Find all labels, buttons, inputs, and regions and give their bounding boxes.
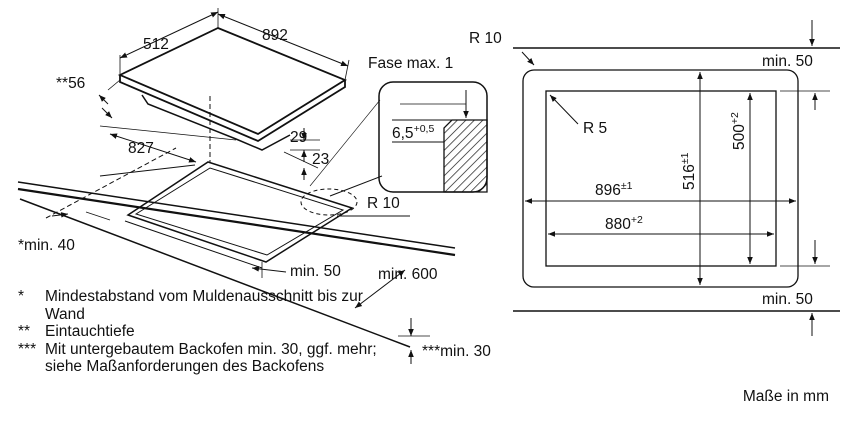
dim-29-label: 29	[290, 129, 307, 146]
height-inner-label: 500+2	[729, 112, 748, 150]
radius-label: R 10	[367, 195, 400, 212]
min-top-label: min. 50	[762, 53, 813, 70]
width-outer-label: 896±1	[595, 180, 633, 199]
footnote-text: Eintauchtiefe	[45, 323, 135, 341]
dim-827-label: 827	[128, 140, 154, 157]
dim-23-label: 23	[312, 151, 329, 168]
perspective-view	[17, 8, 488, 364]
footnote: ** Eintauchtiefe	[18, 323, 398, 341]
footnote-mark: ***	[18, 340, 37, 358]
left-labels: 512 892 **56 827 29 23 Fase max. 1 6,5+0…	[18, 27, 491, 360]
footnote-text: Mit untergebautem Backofen min. 30, ggf.…	[45, 340, 377, 376]
right-labels: R 10 min. 50 R 5 896±1 880+2 516±1 500+2…	[469, 30, 813, 308]
footnote: * Mindestabstand vom Muldenausschnitt bi…	[18, 288, 398, 323]
footnote-text: Mindestabstand vom Muldenausschnitt bis …	[45, 288, 363, 323]
units-note: Maße in mm	[742, 388, 829, 405]
radius-inner-label: R 5	[583, 120, 607, 137]
height-outer-label: 516±1	[679, 152, 698, 190]
footnote: *** Mit untergebautem Backofen min. 30, …	[18, 341, 398, 376]
chamfer-label: Fase max. 1	[368, 55, 453, 72]
inner-cutout	[545, 90, 777, 267]
worktop-front-bottom	[19, 198, 411, 348]
worktop-back-edge	[17, 181, 456, 249]
min-bottom-label: ***min. 30	[422, 343, 491, 360]
min-front-label: min. 50	[290, 263, 341, 280]
min-wall-label: *min. 40	[18, 237, 75, 254]
radius-outer-label: R 10	[469, 30, 502, 47]
dim-immersion-label: **56	[56, 75, 85, 92]
plan-view	[513, 20, 840, 336]
dim-depth-label: 512	[143, 36, 169, 53]
worktop-front-top	[17, 187, 456, 257]
dim-width-label: 892	[262, 27, 288, 44]
footnote-mark: **	[18, 323, 31, 341]
width-inner-label: 880+2	[605, 214, 643, 233]
outer-cutout	[522, 69, 799, 288]
footnote-mark: *	[18, 288, 25, 305]
footnotes: * Mindestabstand vom Muldenausschnitt bi…	[18, 288, 398, 376]
min-cabinet-label: min. 600	[378, 266, 438, 283]
detail-value-label: 6,5+0,5	[392, 123, 434, 142]
cutout	[124, 161, 354, 269]
min-bottom-plan-label: min. 50	[762, 291, 813, 308]
